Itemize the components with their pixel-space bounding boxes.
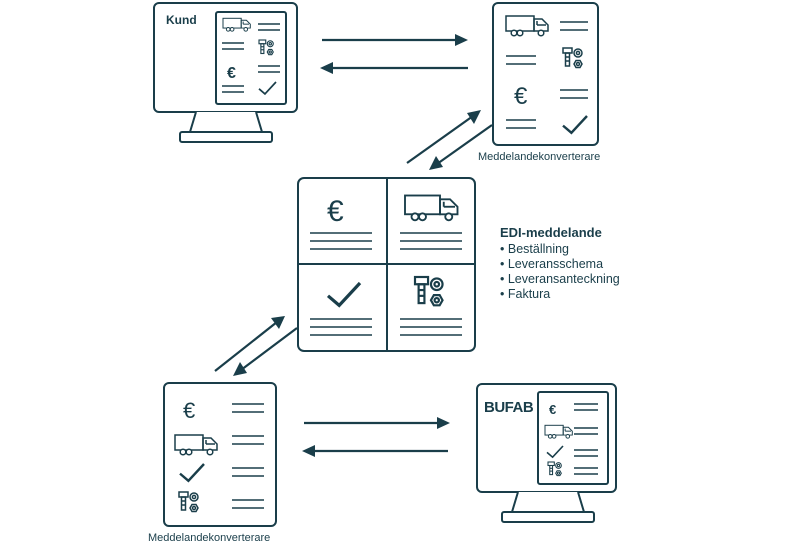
edi-title: EDI-meddelande <box>500 225 602 240</box>
converter-bottom-document: € Meddelandekonverterare <box>148 382 277 544</box>
converter-top-document: € Meddelandekonverterare <box>478 2 600 163</box>
edi-message-document: € <box>297 177 476 352</box>
arrow-converter-top-to-center <box>429 124 493 170</box>
edi-item-order: Beställning <box>500 242 660 257</box>
arrow-center-to-converter-bottom <box>233 327 298 376</box>
bufab-logo: BUFAB <box>484 399 534 416</box>
arrow-converter-bottom-to-center <box>214 316 285 372</box>
euro-icon: € <box>227 65 236 82</box>
arrow-converter-to-customer <box>320 62 468 74</box>
customer-monitor: € Kund <box>153 2 298 143</box>
edi-item-invoice: Faktura <box>500 287 660 302</box>
edi-item-delivery-schedule: Leveransschema <box>500 257 660 272</box>
customer-label: Kund <box>166 13 197 27</box>
euro-icon: € <box>514 83 528 110</box>
edi-item-delivery-note: Leveransanteckning <box>500 272 660 287</box>
edi-message-legend: EDI-meddelande Beställning Leveransschem… <box>500 225 660 302</box>
euro-icon: € <box>549 402 556 417</box>
euro-icon: € <box>183 398 195 423</box>
arrow-bufab-to-converter <box>302 445 448 457</box>
euro-icon: € <box>327 195 344 228</box>
edi-message-types: Beställning Leveransschema Leveransantec… <box>500 242 660 302</box>
bufab-monitor: BUFAB € <box>476 383 617 523</box>
arrow-center-to-converter-top <box>406 110 481 164</box>
converter-top-label: Meddelandekonverterare <box>478 151 600 163</box>
arrow-customer-to-converter <box>322 34 468 46</box>
converter-bottom-label: Meddelandekonverterare <box>148 532 270 544</box>
arrow-converter-to-bufab <box>304 417 450 429</box>
